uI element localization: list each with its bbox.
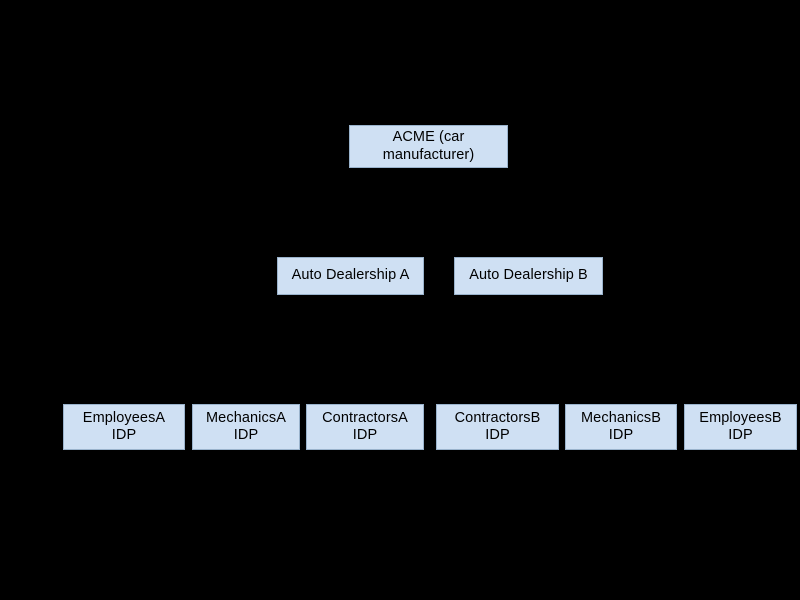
node-label: ContractorsB IDP (454, 409, 541, 443)
node-dealership-a[interactable]: Auto Dealership A (277, 257, 424, 295)
node-label: ACME (car manufacturer) (382, 129, 475, 163)
node-mechanicsa-idp[interactable]: MechanicsA IDP (192, 404, 300, 450)
node-acme[interactable]: ACME (car manufacturer) (349, 125, 508, 168)
node-dealership-b[interactable]: Auto Dealership B (454, 257, 603, 295)
node-label: MechanicsA IDP (206, 409, 286, 443)
node-label: EmployeesB IDP (699, 409, 782, 443)
node-label: EmployeesA IDP (82, 409, 166, 443)
node-employeesa-idp[interactable]: EmployeesA IDP (63, 404, 185, 450)
node-mechanicsb-idp[interactable]: MechanicsB IDP (565, 404, 677, 450)
node-contractorsa-idp[interactable]: ContractorsA IDP (306, 404, 424, 450)
node-label: Auto Dealership A (291, 267, 410, 284)
node-label: MechanicsB IDP (581, 409, 661, 443)
node-label: ContractorsA IDP (322, 409, 408, 443)
node-employeesb-idp[interactable]: EmployeesB IDP (684, 404, 797, 450)
node-contractorsb-idp[interactable]: ContractorsB IDP (436, 404, 559, 450)
node-label: Auto Dealership B (469, 267, 588, 284)
